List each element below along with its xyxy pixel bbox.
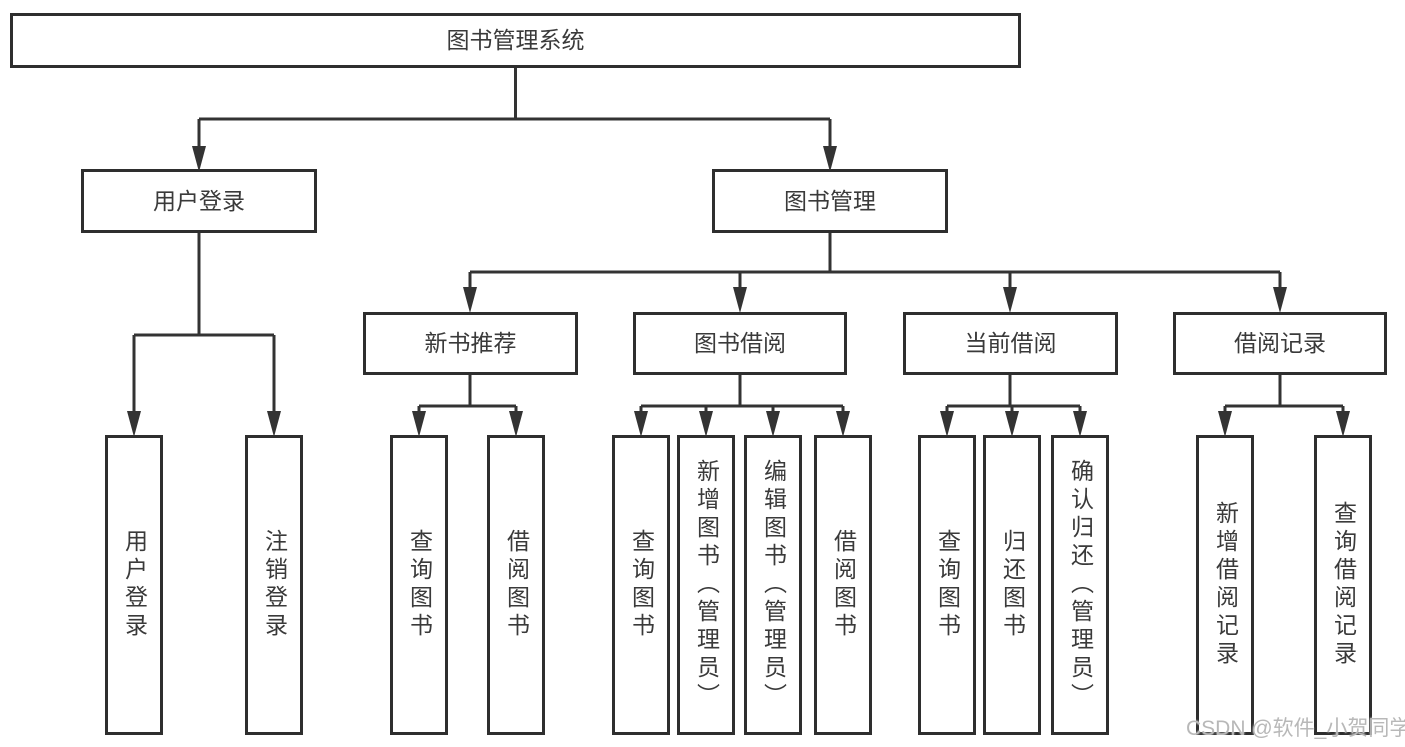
node-borrow-records: 借阅记录	[1173, 312, 1387, 375]
leaf-query-books-current: 查询图书	[918, 435, 976, 735]
leaf-user-login: 用户登录	[105, 435, 163, 735]
node-label: 借阅记录	[1234, 330, 1326, 356]
node-book-borrow: 图书借阅	[633, 312, 847, 375]
leaf-label: 新增借阅记录	[1212, 501, 1239, 669]
node-current-borrow: 当前借阅	[903, 312, 1118, 375]
leaf-return-book: 归还图书	[983, 435, 1041, 735]
leaf-query-books-recommend: 查询图书	[390, 435, 448, 735]
leaf-label: 编辑图书（管理员）	[760, 459, 787, 711]
leaf-borrow-books-recommend: 借阅图书	[487, 435, 545, 735]
leaf-query-books-borrow: 查询图书	[612, 435, 670, 735]
watermark: CSDN @软件_小贺同学	[1186, 717, 1405, 740]
node-book-management-system: 图书管理系统	[10, 13, 1021, 68]
leaf-label: 注销登录	[261, 529, 288, 641]
leaf-logout: 注销登录	[245, 435, 303, 735]
node-label: 图书借阅	[694, 330, 786, 356]
leaf-confirm-return-admin: 确认归还（管理员）	[1051, 435, 1109, 735]
node-label: 当前借阅	[964, 330, 1057, 356]
leaf-label: 查询图书	[406, 529, 433, 641]
node-label: 新书推荐	[424, 330, 517, 356]
node-label: 图书管理	[784, 187, 876, 214]
leaf-label: 查询图书	[628, 529, 655, 641]
leaf-label: 借阅图书	[830, 529, 857, 641]
leaf-edit-book-admin: 编辑图书（管理员）	[744, 435, 802, 735]
leaf-add-book-admin: 新增图书（管理员）	[677, 435, 735, 735]
leaf-add-borrow-record: 新增借阅记录	[1196, 435, 1254, 735]
node-book-management: 图书管理	[712, 169, 948, 233]
leaf-label: 用户登录	[121, 529, 148, 641]
leaf-label: 查询图书	[934, 529, 961, 641]
node-user-login: 用户登录	[81, 169, 317, 233]
leaf-label: 归还图书	[999, 529, 1026, 641]
leaf-label: 查询借阅记录	[1330, 501, 1357, 669]
node-label: 图书管理系统	[446, 27, 585, 53]
leaf-label: 新增图书（管理员）	[693, 459, 720, 711]
node-label: 用户登录	[153, 187, 245, 214]
leaf-label: 借阅图书	[503, 529, 530, 641]
node-new-book-recommend: 新书推荐	[363, 312, 578, 375]
leaf-query-borrow-record: 查询借阅记录	[1314, 435, 1372, 735]
leaf-borrow-books: 借阅图书	[814, 435, 872, 735]
leaf-label: 确认归还（管理员）	[1067, 459, 1094, 711]
